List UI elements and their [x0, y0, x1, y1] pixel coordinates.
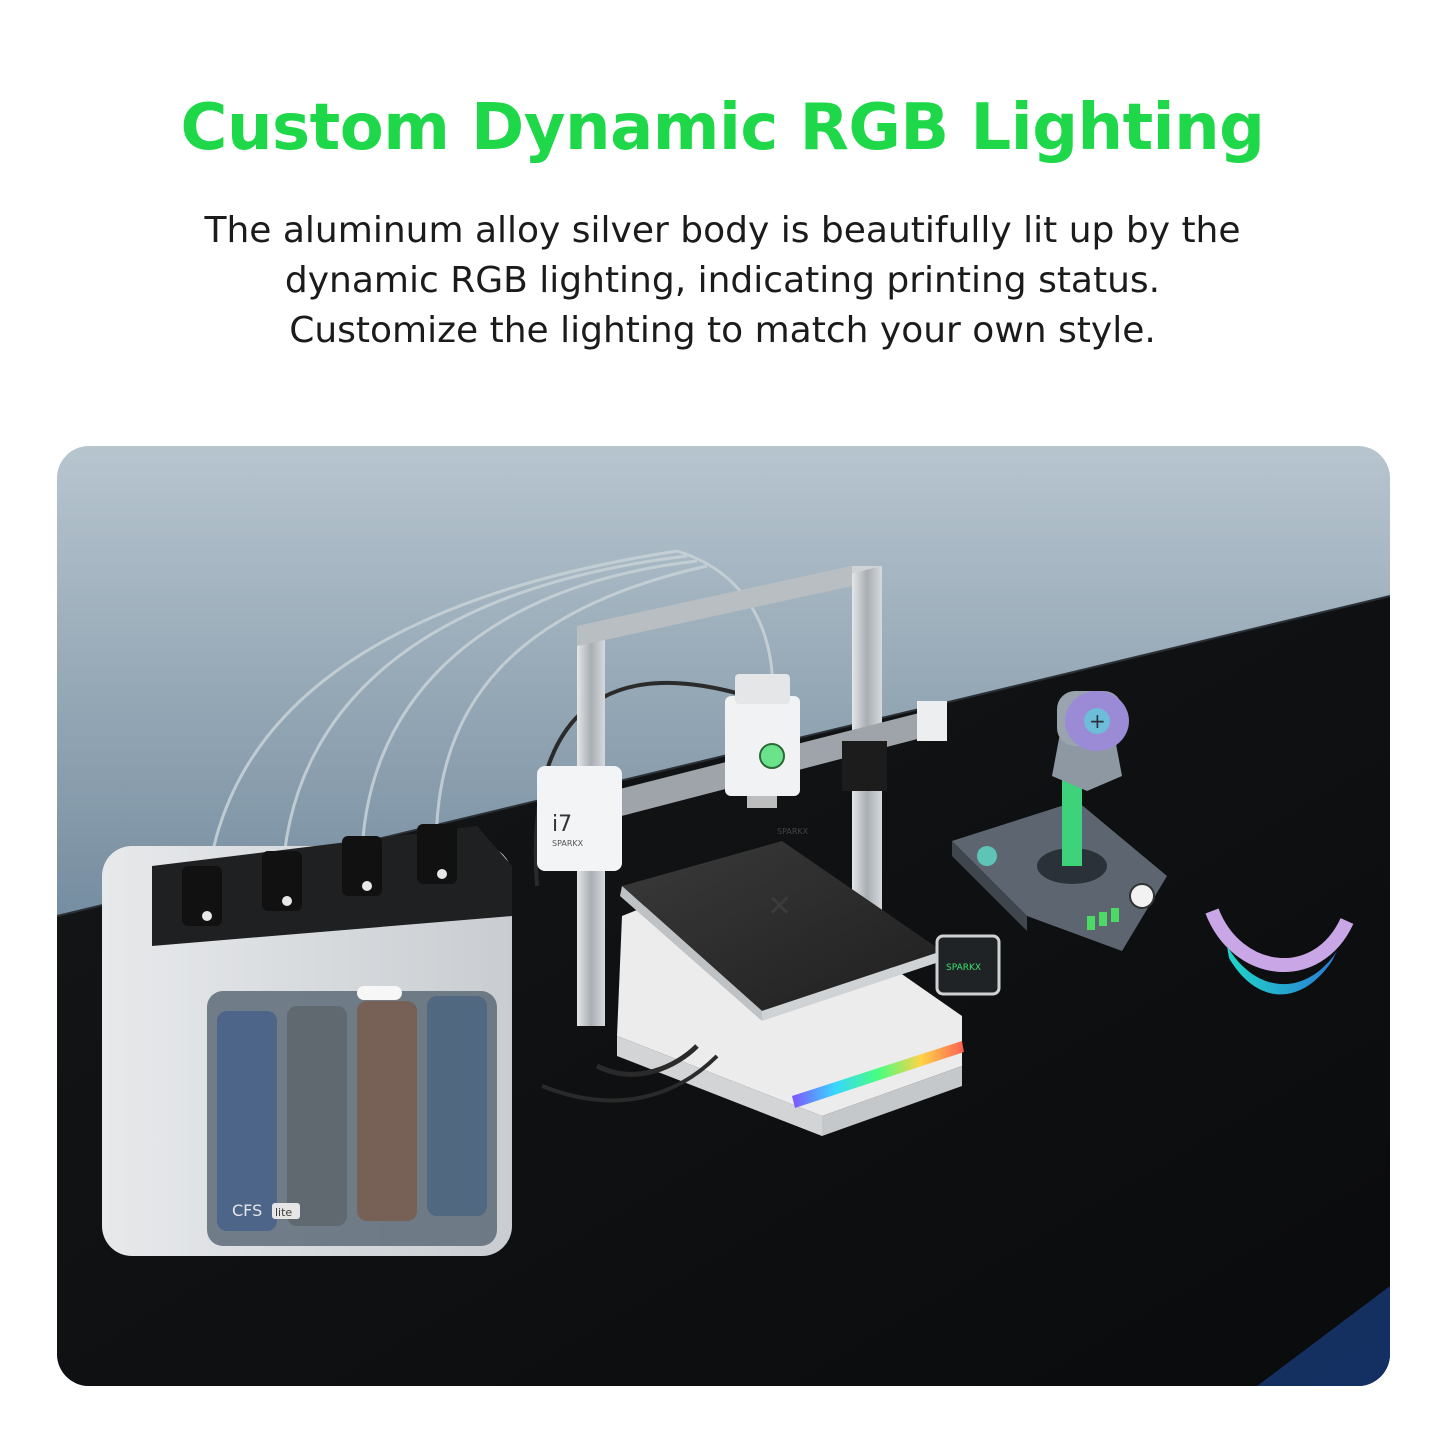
description-line: dynamic RGB lighting, indicating printin…: [284, 260, 1161, 301]
headline: Custom Dynamic RGB Lighting: [180, 91, 1265, 165]
filament-box: CFS lite: [102, 824, 512, 1256]
printer-side-block: i7 SPARKX: [537, 766, 622, 871]
printhead-model-label: i7: [552, 812, 572, 837]
printhead-brand-label: SPARKX: [552, 839, 584, 848]
svg-text:+: +: [1089, 709, 1106, 733]
visor-model: [1205, 908, 1354, 995]
printer-base: ✕ SPARKX: [541, 841, 1001, 1136]
svg-text:✕: ✕: [767, 889, 792, 924]
product-photo: i7 SPARKX SPARKX ✕ SPARKX: [57, 446, 1390, 1386]
joystick-model: +: [952, 691, 1167, 951]
description: The aluminum alloy silver body is beauti…: [0, 206, 1445, 356]
filament-box-badge: lite: [275, 1206, 292, 1219]
gantry-brand-label: SPARKX: [777, 827, 809, 836]
description-line: The aluminum alloy silver body is beauti…: [204, 210, 1241, 251]
description-line: Customize the lighting to match your own…: [289, 310, 1156, 351]
screen-brand-label: SPARKX: [946, 963, 981, 973]
filament-box-label: CFS: [232, 1201, 262, 1220]
printhead: SPARKX: [725, 674, 809, 836]
